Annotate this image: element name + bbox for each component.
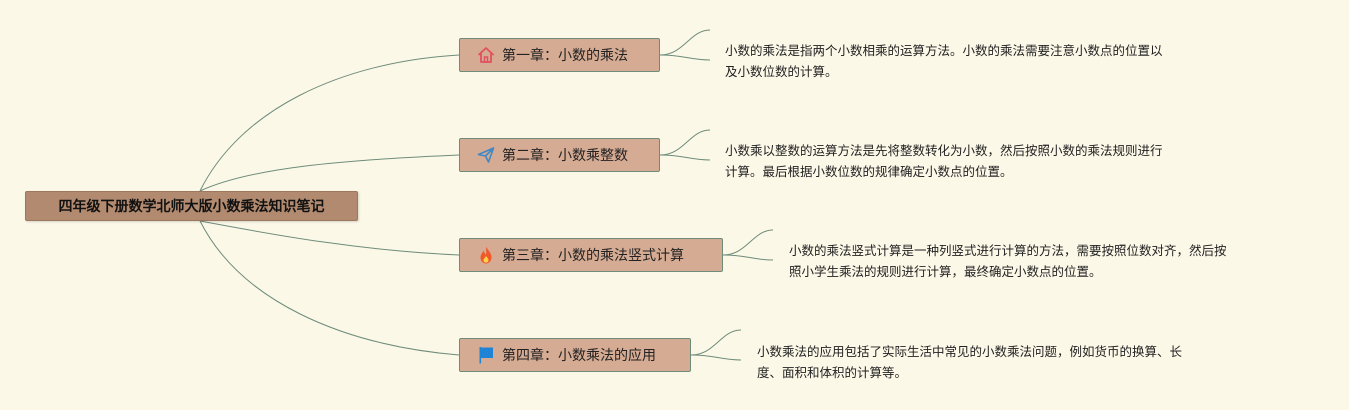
chapter-3-brace-bottom (722, 254, 774, 261)
root-to-chapter-3-line (199, 220, 460, 256)
chapter-3-note: 小数的乘法竖式计算是一种列竖式进行计算的方法，需要按照位数对齐，然后按 照小学生… (789, 240, 1227, 282)
chapter-2-topic[interactable]: 第二章：小数乘整数 (459, 138, 660, 172)
chapter-1-topic[interactable]: 第一章：小数的乘法 (459, 38, 660, 72)
chapter-1-brace-bottom (659, 54, 711, 61)
root-topic-label: 四年级下册数学北师大版小数乘法知识笔记 (58, 199, 325, 215)
chapter-3-brace-top (722, 229, 774, 256)
paper-plane-icon (476, 145, 496, 165)
chapter-4-note-line-1: 小数乘法的应用包括了实际生活中常见的小数乘法问题，例如货币的换算、长 (757, 344, 1183, 359)
chapter-2-brace-top (659, 129, 711, 156)
chapter-3-note-line-2: 照小学生乘法的规则进行计算，最终确定小数点的位置。 (789, 264, 1102, 279)
root-to-chapter-1-line (199, 54, 460, 192)
chapter-2-note-line-2: 计算。最后根据小数位数的规律确定小数点的位置。 (725, 164, 1013, 179)
root-to-chapter-4-line (199, 220, 460, 356)
flag-icon (476, 345, 496, 365)
chapter-1-note: 小数的乘法是指两个小数相乘的运算方法。小数的乘法需要注意小数点的位置以 及小数位… (725, 40, 1163, 82)
chapter-2-brace-bottom (659, 154, 711, 161)
chapter-3-label: 第三章：小数的乘法竖式计算 (502, 248, 684, 264)
chapter-4-brace-top (690, 329, 742, 356)
root-topic[interactable]: 四年级下册数学北师大版小数乘法知识笔记 (25, 191, 358, 221)
chapter-4-note: 小数乘法的应用包括了实际生活中常见的小数乘法问题，例如货币的换算、长 度、面积和… (757, 341, 1182, 383)
flame-icon (476, 245, 496, 265)
chapter-2-note: 小数乘以整数的运算方法是先将整数转化为小数，然后按照小数的乘法规则进行 计算。最… (725, 140, 1163, 182)
chapter-2-label: 第二章：小数乘整数 (502, 148, 628, 164)
chapter-1-brace-top (659, 29, 711, 56)
chapter-2-note-line-1: 小数乘以整数的运算方法是先将整数转化为小数，然后按照小数的乘法规则进行 (725, 143, 1163, 158)
chapter-1-note-line-1: 小数的乘法是指两个小数相乘的运算方法。小数的乘法需要注意小数点的位置以 (725, 43, 1163, 58)
chapter-4-note-line-2: 度、面积和体积的计算等。 (757, 365, 908, 380)
chapter-4-topic[interactable]: 第四章：小数乘法的应用 (459, 338, 691, 372)
chapter-3-topic[interactable]: 第三章：小数的乘法竖式计算 (459, 238, 723, 272)
chapter-4-label: 第四章：小数乘法的应用 (502, 348, 656, 364)
chapter-1-label: 第一章：小数的乘法 (502, 48, 628, 64)
chapter-3-note-line-1: 小数的乘法竖式计算是一种列竖式进行计算的方法，需要按照位数对齐，然后按 (789, 243, 1227, 258)
root-to-chapter-2-line (199, 154, 460, 192)
house-icon (476, 45, 496, 65)
chapter-4-brace-bottom (690, 354, 742, 361)
chapter-1-note-line-2: 及小数位数的计算。 (725, 64, 838, 79)
